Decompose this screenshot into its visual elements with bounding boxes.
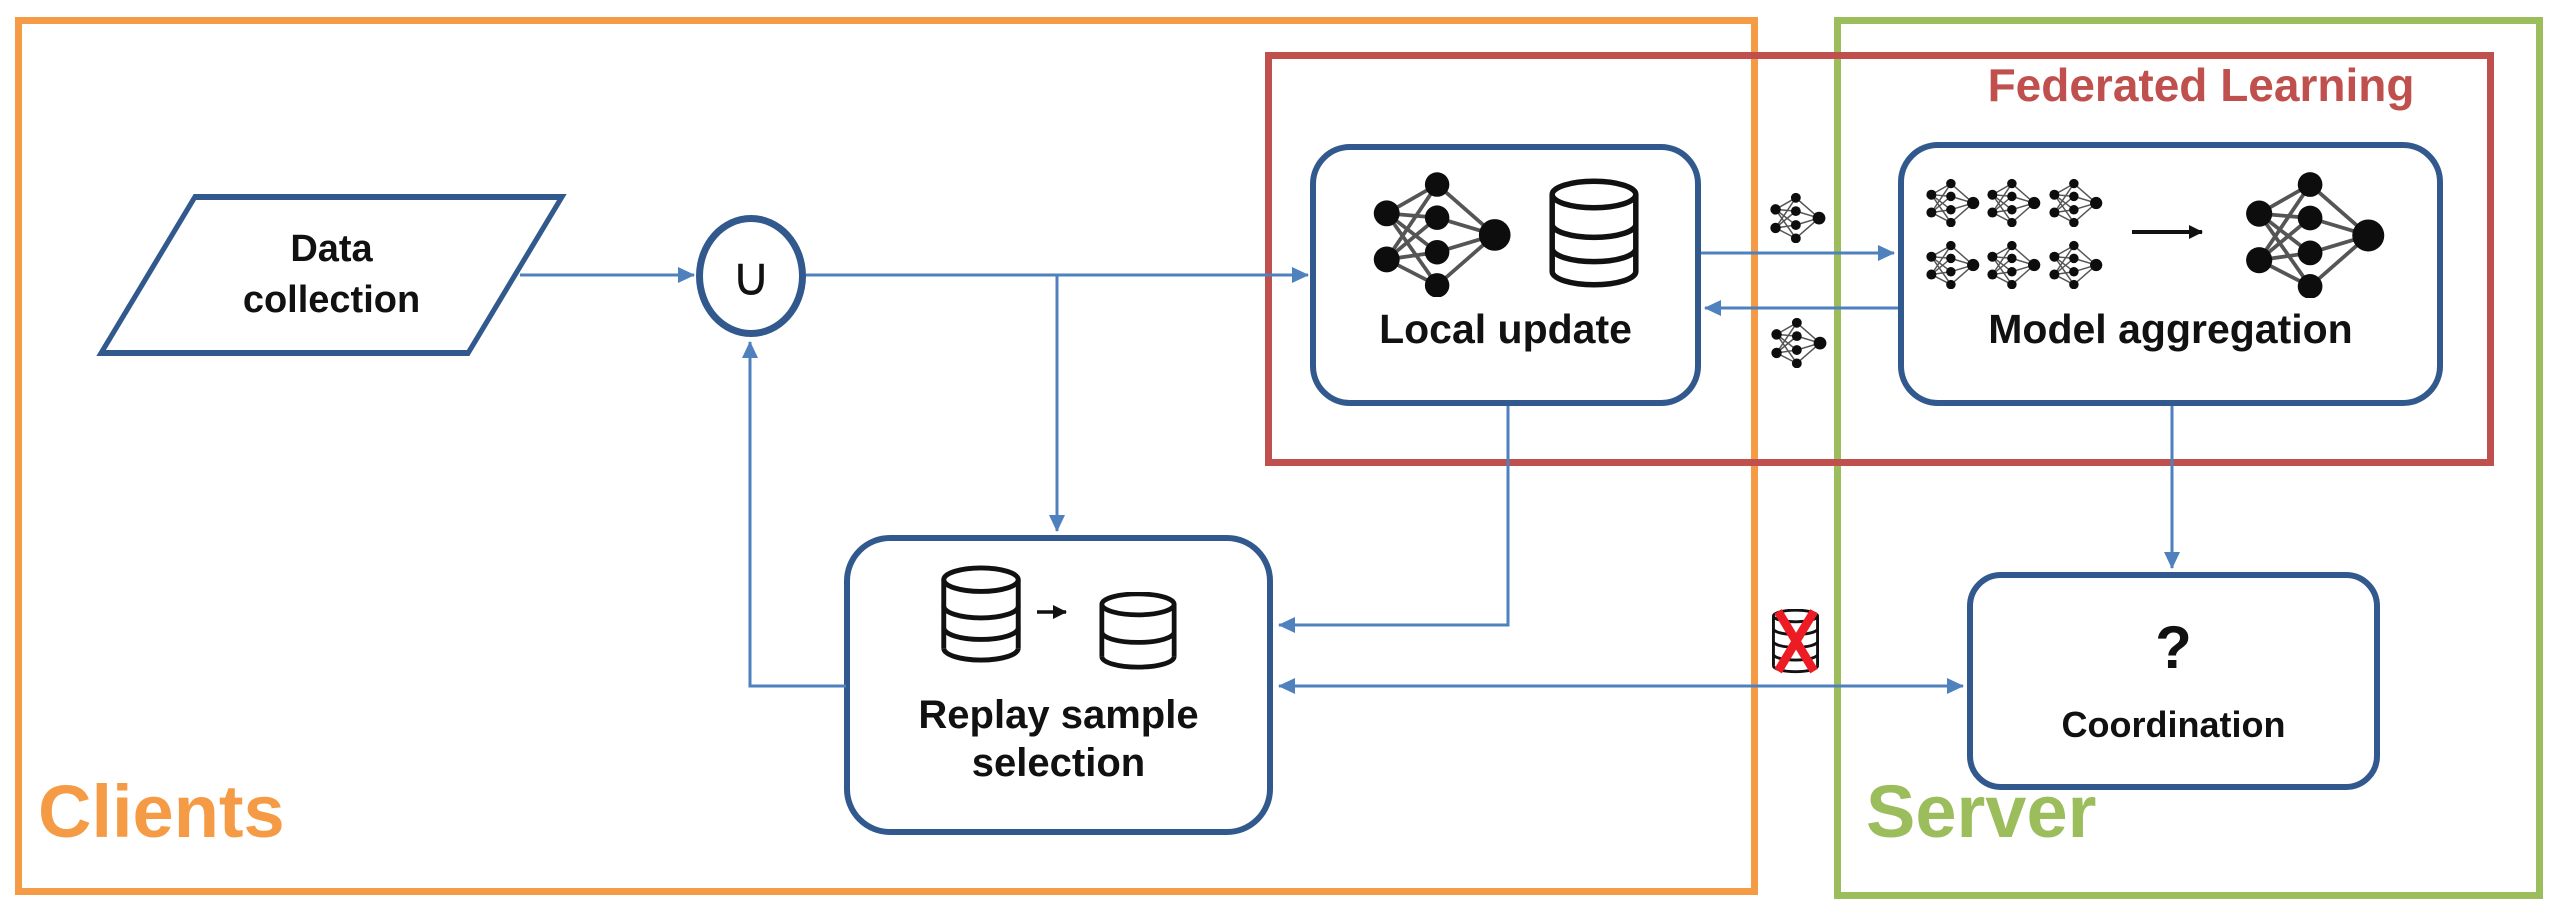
model-aggregation-box	[1898, 142, 2443, 406]
replay-label-line1: Replay sample	[918, 693, 1199, 737]
server-region-label: Server	[1866, 770, 2097, 853]
data-collection-label: Data collection	[145, 197, 518, 353]
replay-sample-selection-box	[844, 535, 1273, 835]
local-update-box	[1310, 144, 1701, 406]
data-collection-label-line2: collection	[242, 279, 421, 321]
coordination-question-mark: ?	[2155, 614, 2192, 681]
union-symbol: ∪	[731, 246, 771, 307]
clients-region-box	[15, 17, 1758, 895]
replay-sample-selection-label: Replay sample selection	[847, 690, 1270, 788]
coordination-box	[1967, 572, 2380, 790]
clients-region-label: Clients	[38, 770, 285, 853]
server-region-box	[1834, 17, 2543, 899]
union-node: ∪	[696, 215, 806, 337]
federated-learning-region-label: Federated Learning	[1987, 59, 2415, 112]
federated-learning-region-box	[1265, 52, 2494, 466]
model-aggregation-label: Model aggregation	[1988, 306, 2353, 353]
local-update-label: Local update	[1379, 306, 1632, 353]
data-collection-label-line1: Data	[290, 227, 373, 270]
coordination-label: Coordination	[2061, 704, 2286, 746]
replay-label-line2: selection	[971, 741, 1146, 785]
blocked-database-icon	[1773, 610, 1817, 672]
